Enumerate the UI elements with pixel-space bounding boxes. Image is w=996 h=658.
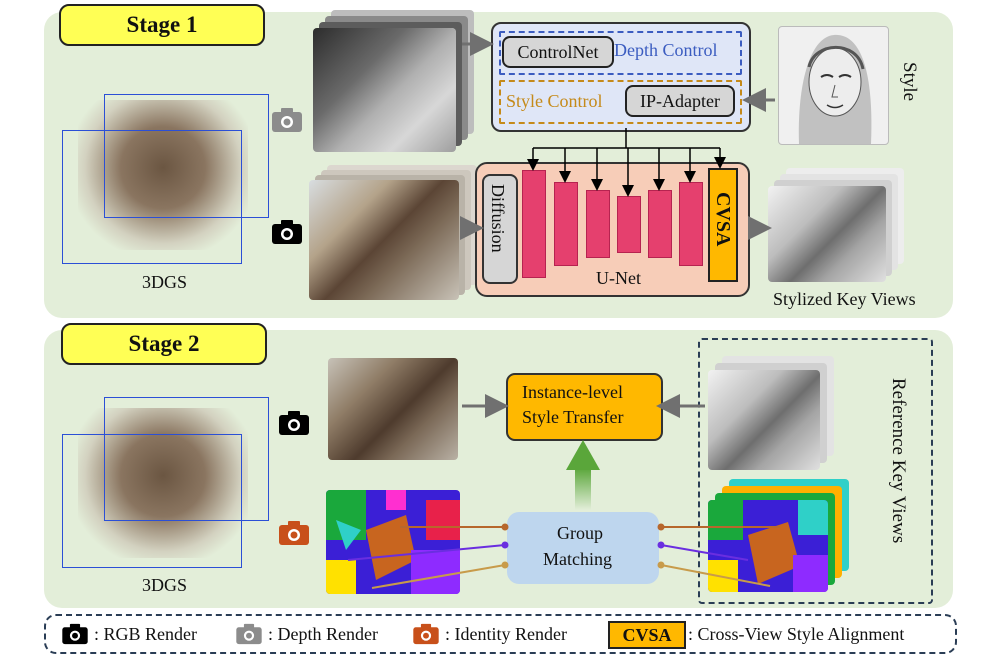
stage2-rgb-render <box>328 358 458 460</box>
identity-camera-icon <box>411 623 441 650</box>
controlnet-box: ControlNet <box>502 36 614 68</box>
depth-render-stack <box>313 28 456 152</box>
rgb-render-stack <box>309 180 459 300</box>
stage2-3dgs-scene <box>78 408 248 558</box>
reference-identity-stack <box>708 500 828 592</box>
reference-key-views-label: Reference Key Views <box>888 378 909 544</box>
legend-rgb: : RGB Render <box>94 624 197 644</box>
legend-cvsa-badge: CVSA <box>608 621 686 649</box>
depth-camera-icon <box>234 623 264 650</box>
camera-icon <box>271 219 303 250</box>
unet-bar-1 <box>522 170 546 278</box>
style-label: Style <box>899 62 920 102</box>
legend-box <box>44 614 957 654</box>
group-line-1: Group <box>557 523 603 543</box>
ip-adapter-box: IP-Adapter <box>625 85 735 117</box>
stage1-title: Stage 1 <box>59 4 265 46</box>
style-control-dashed <box>499 80 742 124</box>
depth-control-dashed <box>499 31 742 75</box>
stage2-3dgs-label: 3DGS <box>142 575 188 595</box>
stage2-title: Stage 2 <box>61 323 267 365</box>
unet-box <box>475 162 750 297</box>
stage2-cube-back <box>104 397 269 521</box>
legend-depth: : Depth Render <box>268 624 378 644</box>
cvsa-block <box>708 168 738 282</box>
transfer-line-1: Instance-level <box>522 382 623 402</box>
depth-camera-icon <box>271 107 303 138</box>
legend-identity: : Identity Render <box>445 624 567 644</box>
unet-bar-5 <box>648 190 672 258</box>
identity-camera-icon <box>278 520 310 551</box>
legend-cvsa: : Cross-View Style Alignment <box>688 624 905 644</box>
stage1-cube-front <box>62 130 242 264</box>
transfer-line-2: Style Transfer <box>522 407 624 427</box>
group-line-2: Matching <box>543 549 612 569</box>
stage2-cube-front <box>62 434 242 568</box>
stage1-3dgs-scene <box>78 100 248 250</box>
cvsa-block-label: CVSA <box>712 192 734 247</box>
stylized-key-views-label: Stylized Key Views <box>773 289 916 309</box>
unet-bar-2 <box>554 182 578 266</box>
group-matching-box <box>507 512 659 584</box>
unet-bar-3 <box>586 190 610 258</box>
stylized-key-views-stack <box>768 186 886 282</box>
camera-icon <box>278 410 310 441</box>
stage1-cube-back <box>104 94 269 218</box>
style-image <box>778 26 889 145</box>
depth-control-label: Depth Control <box>614 40 718 60</box>
camera-icon <box>60 623 90 650</box>
diffusion-label: Diffusion <box>488 184 508 253</box>
stage1-3dgs-label: 3DGS <box>142 272 188 292</box>
style-control-label: Style Control <box>506 91 603 111</box>
reference-stylized-stack <box>708 370 820 470</box>
unet-bar-6 <box>679 182 703 266</box>
reference-key-views-box <box>698 338 933 604</box>
portrait-sketch-icon <box>798 34 872 144</box>
unet-label: U-Net <box>596 268 641 288</box>
